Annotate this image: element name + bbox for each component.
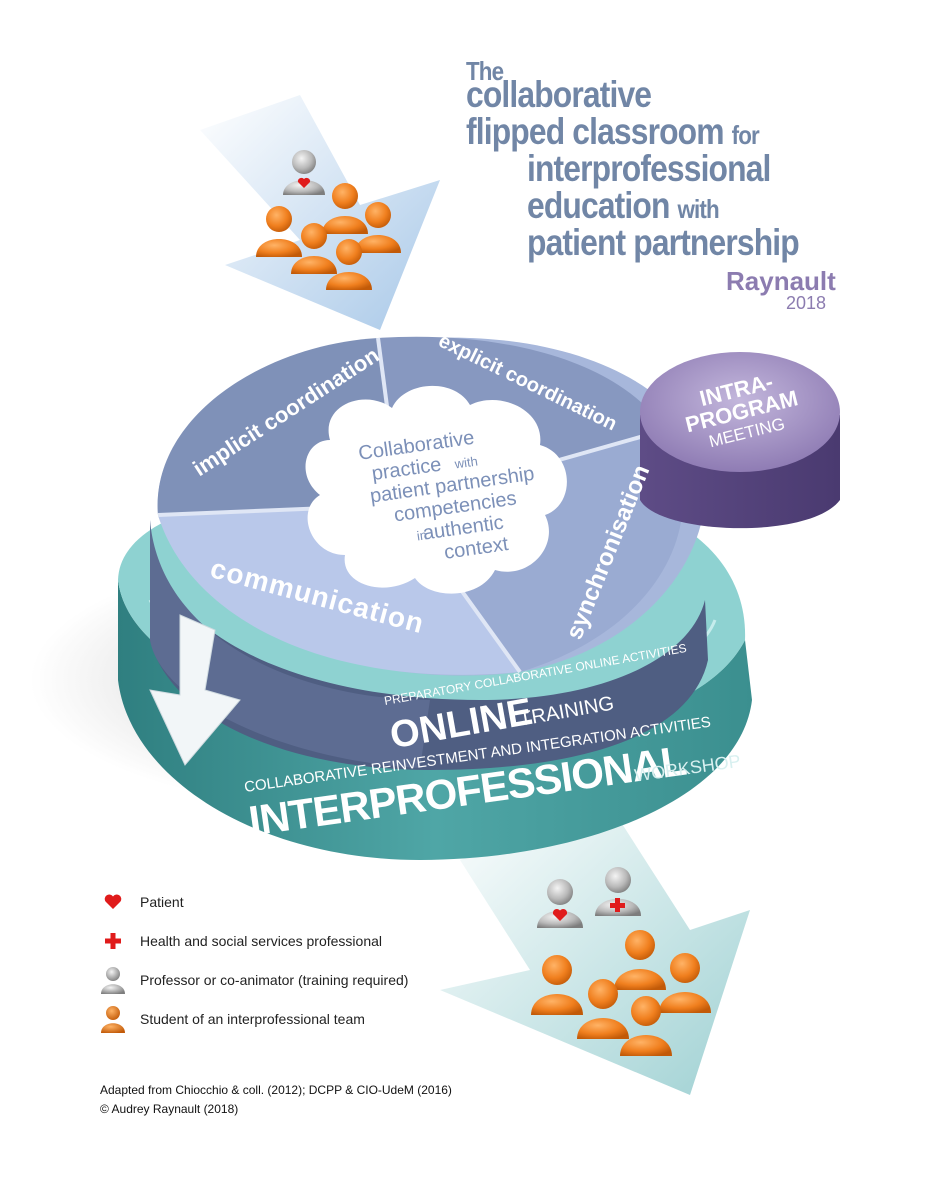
title-line-5-main: education <box>527 185 670 226</box>
title-line-1: The <box>466 56 504 86</box>
student-figure <box>291 223 337 274</box>
patient-figure <box>537 879 583 928</box>
title-line-5-with: with <box>677 194 720 224</box>
student-figure <box>531 955 583 1015</box>
bottom-group-people <box>531 867 711 1056</box>
input-arrow <box>200 95 440 330</box>
output-arrow <box>440 805 750 1095</box>
student-figure <box>620 996 672 1056</box>
gray-person-icon <box>100 966 126 994</box>
student-figure <box>355 202 401 253</box>
student-figure <box>326 239 372 290</box>
legend-label: Patient <box>140 894 184 910</box>
svg-text:in: in <box>416 527 428 543</box>
title-line-4: interprofessional <box>527 148 771 189</box>
flow-arrow <box>149 614 241 766</box>
student-figure <box>256 206 302 257</box>
legend-label: Professor or co-animator (training requi… <box>140 972 409 988</box>
credits-copyright: © Audrey Raynault (2018) <box>100 1102 239 1116</box>
title-line-5: education with <box>527 185 720 226</box>
legend-item-student: Student of an interprofessional team <box>100 1005 365 1033</box>
top-group-people <box>256 150 401 290</box>
red-cross-icon <box>100 927 126 955</box>
title-line-3-for: for <box>731 120 760 150</box>
title-line-2: collaborative <box>466 74 652 115</box>
legend-item-professional: Health and social services professional <box>100 927 382 955</box>
heart-icon <box>100 888 126 916</box>
student-figure <box>322 183 368 234</box>
legend-item-patient: Patient <box>100 888 184 916</box>
legend-label: Student of an interprofessional team <box>140 1011 365 1027</box>
credits-source: Adapted from Chiocchio & coll. (2012); D… <box>100 1083 452 1097</box>
student-figure <box>659 953 711 1013</box>
center-cloud <box>305 385 567 594</box>
author-year: 2018 <box>786 293 827 313</box>
professor-patient-figure <box>283 150 325 195</box>
legend-item-professor: Professor or co-animator (training requi… <box>100 966 408 994</box>
student-figure <box>614 930 666 990</box>
author-name: Raynault <box>726 266 836 296</box>
professional-figure <box>595 867 641 916</box>
student-figure <box>577 979 629 1039</box>
orange-person-icon <box>100 1005 126 1033</box>
title-line-6: patient partnership <box>527 222 800 263</box>
title-line-3-main: flipped classroom <box>466 111 725 152</box>
legend-label: Health and social services professional <box>140 933 383 949</box>
svg-text:with: with <box>453 453 479 471</box>
title-line-3: flipped classroom for <box>466 111 760 152</box>
intra-program-cylinder <box>640 352 840 529</box>
